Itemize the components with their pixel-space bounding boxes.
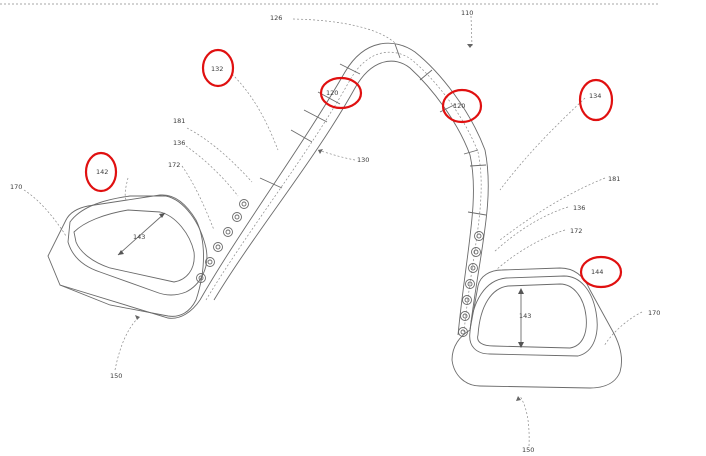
label-150-left: 150: [110, 372, 122, 380]
label-170-left: 170: [10, 183, 22, 191]
right-adjustment-buttons: [458, 231, 484, 337]
label-172-right: 172: [570, 227, 582, 235]
label-170-right: 170: [648, 309, 660, 317]
reference-numerals: 126 110 132 120 120 134 181 136 172 142 …: [10, 9, 660, 454]
left-ear-cup: [47, 194, 208, 319]
highlight-circle-120-right: [441, 88, 483, 124]
label-120-left: 120: [326, 89, 338, 97]
label-110: 110: [461, 9, 473, 17]
label-136-right: 136: [573, 204, 585, 212]
label-134: 134: [589, 92, 601, 100]
label-120-right: 120: [453, 102, 465, 110]
label-130: 130: [357, 156, 369, 164]
label-172-left: 172: [168, 161, 180, 169]
highlight-circle-134: [578, 78, 614, 122]
highlight-annotations: [84, 48, 623, 289]
label-150-right: 150: [522, 446, 534, 454]
highlight-circle-132: [201, 48, 235, 88]
right-ear-cup: [451, 267, 623, 389]
label-143-left: 143: [133, 233, 145, 241]
label-143-right: 143: [519, 312, 531, 320]
label-132: 132: [211, 65, 223, 73]
label-181-left: 181: [173, 117, 185, 125]
label-136-left: 136: [173, 139, 185, 147]
leader-lines: [23, 15, 643, 447]
label-144: 144: [591, 268, 603, 276]
label-142: 142: [96, 168, 108, 176]
label-126: 126: [270, 14, 282, 22]
left-adjustment-buttons: [196, 199, 249, 283]
highlight-circle-144: [579, 255, 623, 289]
headband: [199, 42, 489, 336]
label-181-right: 181: [608, 175, 620, 183]
highlight-circle-142: [84, 151, 118, 193]
highlight-circle-120-left: [319, 76, 363, 110]
